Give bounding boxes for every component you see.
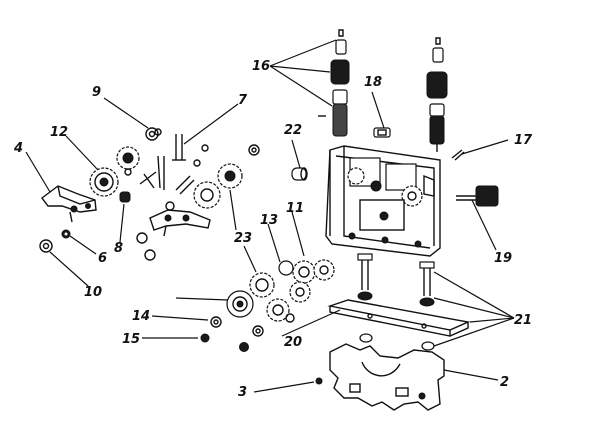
part-12-gear [89, 167, 119, 197]
part-4-lever-bracket [41, 185, 97, 223]
callout-7: 7 [238, 93, 248, 108]
part-22-roller [291, 167, 308, 181]
part-9-roller [145, 127, 162, 141]
part-19-knob [456, 185, 499, 207]
callout-11: 11 [286, 201, 304, 216]
part-3-screw [315, 377, 323, 385]
screws-near-7 [248, 144, 260, 156]
part-18-clip [373, 127, 391, 138]
part-6-nut [61, 229, 71, 239]
callout-23: 23 [234, 231, 252, 246]
callout-3: 3 [238, 385, 247, 400]
part-20-plate [327, 299, 471, 337]
callout-10: 10 [84, 285, 102, 300]
part-21-bolts [357, 253, 435, 307]
callout-21: 21 [514, 313, 532, 328]
plate-nuts [359, 333, 435, 351]
part-8-bushing [119, 171, 157, 261]
callout-20: 20 [284, 335, 302, 350]
part-16-left-column [318, 29, 350, 137]
callout-8: 8 [114, 241, 123, 256]
part-7-pins [172, 134, 209, 167]
callout-2: 2 [500, 375, 509, 390]
callout-labels: 16 18 9 7 4 12 22 17 19 8 6 10 23 13 11 … [13, 59, 533, 400]
lower-lever-arm [149, 209, 211, 237]
main-frame [325, 145, 441, 257]
callout-17: 17 [514, 133, 533, 148]
lower-gear-cluster [226, 259, 335, 322]
part-10-washer [39, 239, 53, 253]
callout-12: 12 [50, 125, 68, 140]
callout-18: 18 [364, 75, 382, 90]
leader-lines [25, 39, 515, 393]
callout-6: 6 [98, 251, 107, 266]
callout-14: 14 [132, 309, 150, 324]
callout-4: 4 [13, 141, 23, 156]
gear-assembly-center [193, 163, 243, 209]
part-2-base [329, 343, 445, 411]
callout-19: 19 [494, 251, 512, 266]
central-shafts [157, 155, 195, 211]
callout-9: 9 [92, 85, 101, 100]
callout-15: 15 [122, 332, 140, 347]
middle-gear [116, 146, 140, 176]
part-17-pin [451, 149, 465, 161]
right-column [426, 37, 448, 152]
small-washers [200, 313, 295, 352]
callout-22: 22 [284, 123, 302, 138]
callout-16: 16 [252, 59, 270, 74]
callout-13: 13 [260, 213, 278, 228]
